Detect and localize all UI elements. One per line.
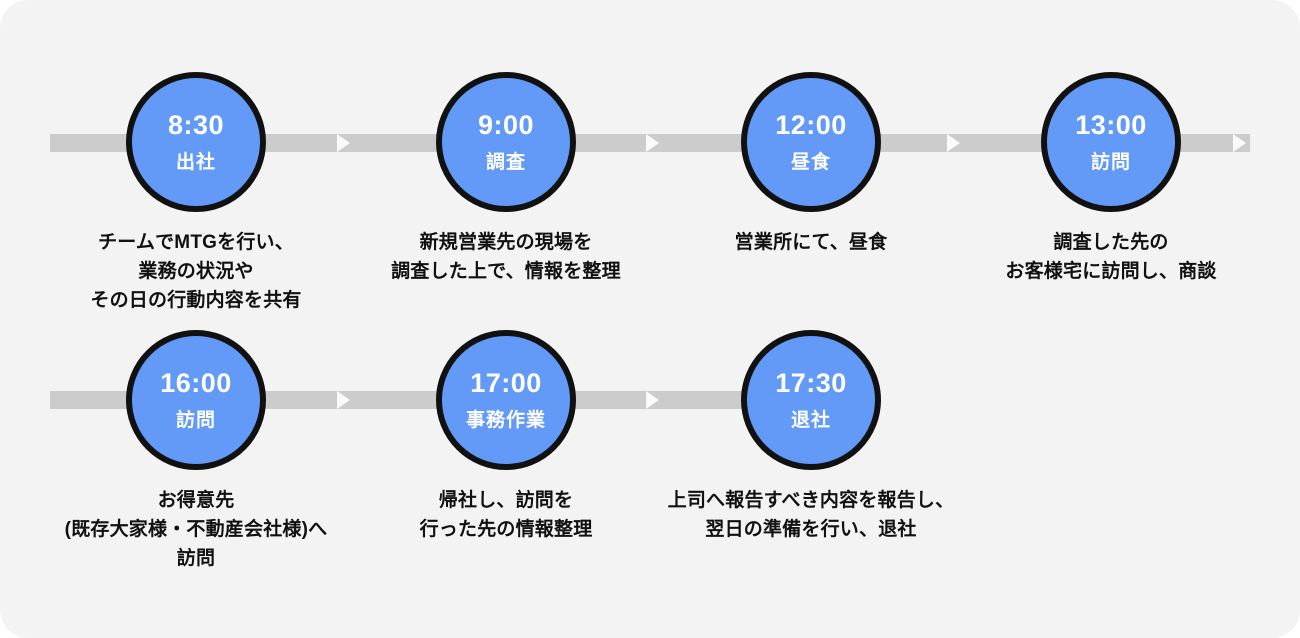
node-time: 16:00 [160, 368, 232, 399]
timeline-node-1600: 16:00 訪問 [126, 330, 266, 470]
node-description: お得意先 (既存大家様・不動産会社様)へ 訪問 [64, 490, 328, 569]
node-description: 帰社し、訪問を 行った先の情報整理 [419, 490, 593, 540]
timeline-node-0830: 8:30 出社 [126, 72, 266, 212]
node-label: 調査 [485, 151, 526, 173]
node-description: 新規営業先の現場を 調査した上で、情報を整理 [391, 232, 621, 282]
node-label: 出社 [175, 151, 216, 173]
timeline-node-1300: 13:00 訪問 [1041, 72, 1181, 212]
node-description: 営業所にて、昼食 [734, 232, 888, 253]
node-time: 17:30 [775, 368, 847, 399]
node-time: 12:00 [775, 110, 847, 141]
arrow-right-icon [646, 391, 659, 409]
node-time: 9:00 [477, 110, 535, 141]
arrow-right-icon [646, 134, 659, 152]
timeline-node-1730: 17:30 退社 [741, 330, 881, 470]
arrow-right-icon [337, 134, 350, 152]
arrow-right-icon [947, 134, 960, 152]
arrow-right-icon [1233, 134, 1246, 152]
node-label: 退社 [790, 409, 831, 431]
node-description: 上司へ報告すべき内容を報告し、 翌日の準備を行い、退社 [667, 490, 955, 540]
timeline-node-1700: 17:00 事務作業 [436, 330, 576, 470]
node-label: 事務作業 [465, 409, 546, 431]
arrow-right-icon [337, 391, 350, 409]
timeline-node-0900: 9:00 調査 [436, 72, 576, 212]
node-description: チームでMTGを行い、 業務の状況や その日の行動内容を共有 [90, 232, 302, 311]
node-time: 17:00 [470, 368, 542, 399]
node-label: 訪問 [1090, 151, 1131, 173]
node-label: 訪問 [175, 409, 216, 431]
node-label: 昼食 [790, 151, 831, 173]
node-description: 調査した先の お客様宅に訪問し、商談 [1005, 232, 1217, 282]
timeline-node-1200: 12:00 昼食 [741, 72, 881, 212]
node-time: 13:00 [1075, 110, 1147, 141]
node-time: 8:30 [167, 110, 225, 141]
